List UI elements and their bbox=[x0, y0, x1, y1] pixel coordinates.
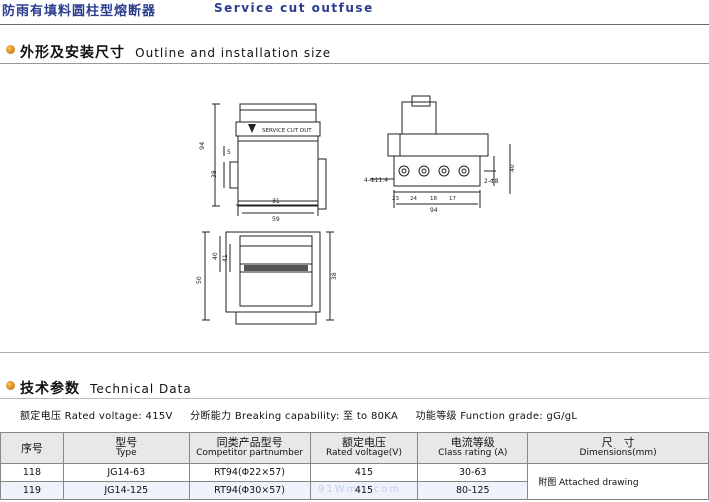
technical-title-cn: 技术参数 bbox=[20, 381, 80, 397]
front-dim-inner: 31 bbox=[272, 198, 280, 205]
cell-voltage: 415 bbox=[309, 463, 419, 482]
section-divider-3 bbox=[0, 398, 709, 399]
spec-function-grade: 功能等级 Function grade: gG/gL bbox=[415, 411, 578, 422]
side-dim-depth: 40 bbox=[509, 164, 516, 172]
label-logo-icon bbox=[248, 124, 256, 133]
section-divider bbox=[0, 63, 709, 64]
cell-type: JG14-63 bbox=[62, 463, 190, 482]
section-divider-2 bbox=[0, 352, 709, 353]
front-dim-outer: 59 bbox=[272, 216, 280, 223]
cell-no: 119 bbox=[0, 481, 64, 500]
side-top-block bbox=[387, 133, 489, 157]
bottom-dim-b: 41 bbox=[222, 254, 229, 262]
technical-title-en: Technical Data bbox=[90, 382, 192, 396]
front-dim-height: 94 bbox=[198, 142, 206, 150]
outline-section-title: 外形及安装尺寸 Outline and installation size bbox=[20, 42, 331, 62]
outline-drawing: SERVICE CUT OUT 94 5 38 31 59 4-Φ11.4 23… bbox=[196, 95, 516, 325]
page-header: 防雨有填料圆柱型熔断器 Service cut outfuse bbox=[0, 0, 709, 19]
watermark: 91Wm . com bbox=[318, 484, 402, 495]
bottom-slot bbox=[244, 265, 308, 271]
spec-line: 额定电压 Rated voltage: 415V 分断能力 Breaking c… bbox=[20, 407, 591, 422]
cell-dimensions: 附图 Attached drawing bbox=[527, 463, 709, 500]
side-dim-width: 94 bbox=[430, 207, 438, 214]
cell-rating: 80-125 bbox=[417, 481, 529, 500]
col-header-no: 序号 bbox=[0, 432, 64, 464]
cell-rating: 30-63 bbox=[417, 463, 529, 482]
cell-type: JG14-125 bbox=[62, 481, 190, 500]
side-terminal-block bbox=[393, 155, 481, 187]
outline-title-cn: 外形及安装尺寸 bbox=[20, 45, 125, 61]
header-divider bbox=[0, 24, 709, 25]
side-dim-a: 23 bbox=[392, 196, 399, 202]
drawing-plate-label: SERVICE CUT OUT bbox=[262, 128, 312, 134]
bullet-dot-icon bbox=[6, 381, 15, 390]
spec-breaking-capacity: 分断能力 Breaking capability: 至 to 80KA bbox=[190, 411, 399, 422]
cell-voltage: 415 bbox=[309, 481, 419, 500]
front-cap bbox=[239, 103, 317, 123]
bottom-dim-height: 50 bbox=[196, 276, 203, 284]
outline-title-en: Outline and installation size bbox=[135, 46, 332, 60]
technical-section-title: 技术参数 Technical Data bbox=[20, 378, 192, 398]
spec-rated-voltage: 额定电压 Rated voltage: 415V bbox=[20, 411, 173, 422]
side-dim-b: 24 bbox=[410, 196, 417, 202]
side-dim-d: 17 bbox=[449, 196, 456, 202]
front-body bbox=[237, 135, 319, 207]
bullet-dot-icon bbox=[6, 45, 15, 54]
side-cap bbox=[401, 101, 437, 135]
side-dim-c: 18 bbox=[430, 196, 437, 202]
side-dim-mount: 2-Φ8 bbox=[484, 178, 499, 185]
page-title-cn: 防雨有填料圆柱型熔断器 bbox=[2, 4, 157, 19]
cell-competitor: RT94(Φ30×57) bbox=[188, 481, 311, 500]
front-dim-gap: 5 bbox=[227, 149, 231, 156]
page-title-en: Service cut outfuse bbox=[214, 1, 374, 15]
cell-no: 118 bbox=[0, 463, 64, 482]
side-dim-holes: 4-Φ11.4 bbox=[364, 177, 388, 184]
cell-competitor: RT94(Φ22×57) bbox=[188, 463, 311, 482]
bottom-dim-a: 40 bbox=[212, 252, 219, 260]
bottom-dim-c: 38 bbox=[331, 272, 338, 280]
table-row: 118 JG14-63 RT94(Φ22×57) 415 30-63 附图 At… bbox=[0, 463, 709, 500]
front-dim-side: 38 bbox=[211, 170, 218, 178]
